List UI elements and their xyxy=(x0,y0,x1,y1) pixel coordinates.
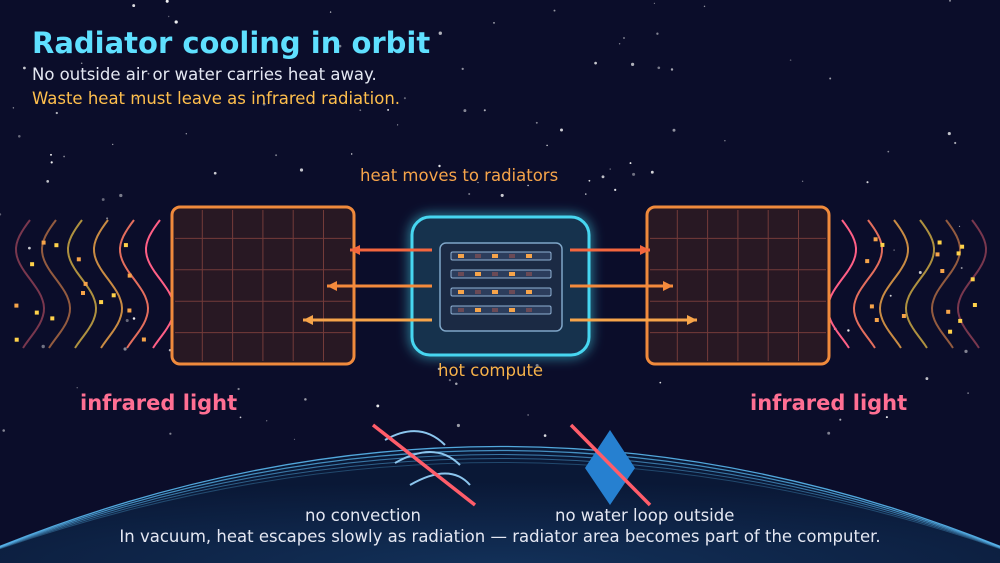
caption: In vacuum, heat escapes slowly as radiat… xyxy=(119,527,881,546)
crossed-out-airflow-icon xyxy=(371,423,477,507)
subtitle-line-2: Waste heat must leave as infrared radiat… xyxy=(32,89,401,108)
crossed-out-water-drop-icon xyxy=(569,423,652,507)
infrared-waves xyxy=(14,219,988,349)
no-water-loop-label: no water loop outside xyxy=(555,506,735,525)
subtitle-line-1: No outside air or water carries heat awa… xyxy=(32,65,377,84)
right-radiator-panel xyxy=(645,205,831,366)
hot-compute-label: hot compute xyxy=(438,361,544,380)
earth-horizon xyxy=(0,445,1000,563)
no-convection-label: no convection xyxy=(305,506,422,525)
heat-flow-arrows xyxy=(303,245,697,325)
infrared-right-label: infrared light xyxy=(750,391,908,415)
heat-moves-label: heat moves to radiators xyxy=(360,166,559,185)
infrared-left-label: infrared light xyxy=(80,391,238,415)
hot-compute-module xyxy=(410,215,591,357)
left-radiator-panel xyxy=(170,205,356,366)
server-racks xyxy=(450,251,552,315)
page-title: Radiator cooling in orbit xyxy=(32,26,431,60)
